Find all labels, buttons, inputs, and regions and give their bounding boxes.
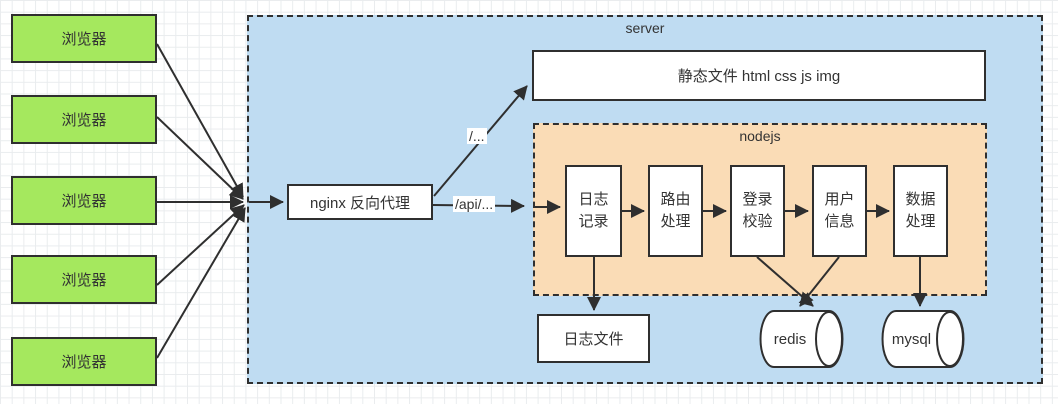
arrow-browser5-nginx (156, 207, 246, 359)
nginx-label: nginx 反向代理 (309, 194, 411, 212)
route-label-api: /api/... (453, 196, 496, 212)
browser-label: 浏览器 (61, 272, 107, 289)
static-files-label: 静态文件 html css js img (677, 68, 841, 85)
browser-node-3: 浏览器 (11, 176, 157, 225)
step-label: 日志 记录 (578, 191, 609, 230)
arrow-browser2-nginx (156, 116, 244, 200)
arrow-browser4-nginx (156, 204, 245, 286)
log-file-label: 日志文件 (563, 331, 624, 348)
browser-label: 浏览器 (61, 31, 107, 48)
browser-label: 浏览器 (61, 193, 107, 210)
log-file-node: 日志文件 (537, 314, 650, 363)
mysql-label: mysql (891, 330, 932, 348)
static-files-node: 静态文件 html css js img (532, 50, 986, 101)
nginx-node: nginx 反向代理 (287, 184, 433, 220)
browser-label: 浏览器 (61, 354, 107, 371)
route-label-static: /... (467, 128, 487, 144)
browser-label: 浏览器 (61, 112, 107, 129)
step-node-route-handle: 路由 处理 (648, 165, 703, 257)
step-node-log-record: 日志 记录 (565, 165, 622, 257)
redis-database-node: redis (758, 310, 844, 368)
cylinder-shape (881, 310, 965, 368)
step-label: 路由 处理 (660, 191, 691, 230)
step-node-user-info: 用户 信息 (812, 165, 867, 257)
redis-label: redis (773, 330, 807, 348)
arrow-browser1-nginx (156, 43, 244, 198)
browser-node-5: 浏览器 (11, 337, 157, 386)
step-label: 用户 信息 (824, 191, 855, 230)
server-label: server (625, 20, 665, 36)
step-label: 数据 处理 (905, 191, 936, 230)
mysql-database-node: mysql (880, 310, 965, 368)
nodejs-label: nodejs (739, 128, 781, 144)
cylinder-shape (759, 310, 844, 368)
browser-node-2: 浏览器 (11, 95, 157, 144)
browser-node-4: 浏览器 (11, 255, 157, 304)
step-node-login-check: 登录 校验 (730, 165, 785, 257)
step-label: 登录 校验 (742, 191, 773, 230)
browser-node-1: 浏览器 (11, 14, 157, 63)
step-node-data-process: 数据 处理 (893, 165, 948, 257)
